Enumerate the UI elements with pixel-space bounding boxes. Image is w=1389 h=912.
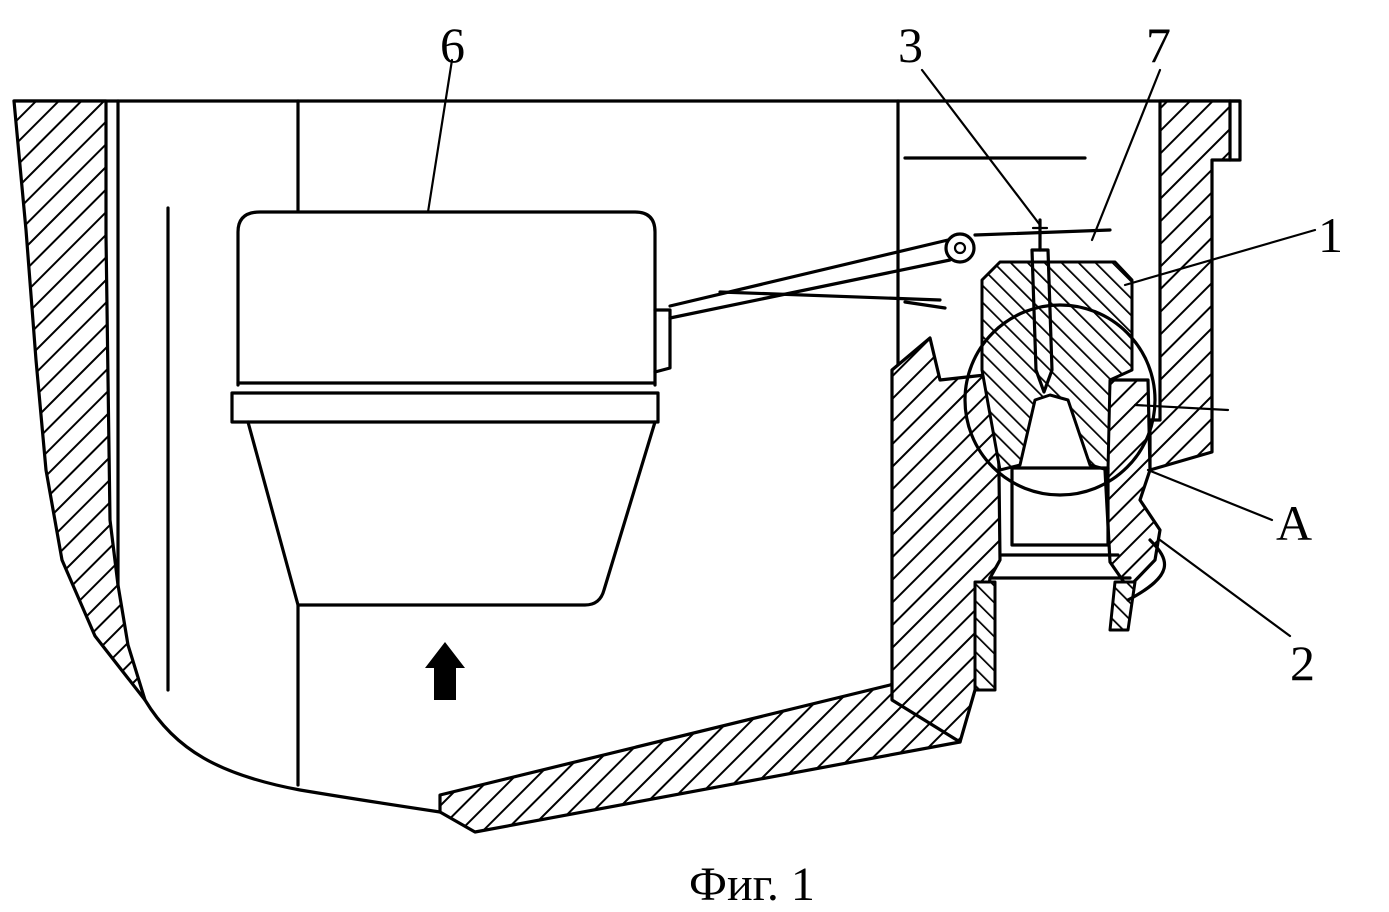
bottom-wall <box>438 648 962 834</box>
lever-arm <box>668 228 1112 320</box>
tank-housing <box>12 99 1242 834</box>
pivot <box>944 232 976 264</box>
valve-seat-body <box>1103 378 1162 590</box>
valve-body <box>980 260 1134 472</box>
detail-a-circle <box>963 303 1157 497</box>
label-1: 1 <box>1318 207 1343 263</box>
label-7: 7 <box>1146 17 1171 73</box>
right-upper-wall <box>1148 99 1232 472</box>
left-wall <box>12 99 147 702</box>
label-a: A <box>1276 495 1312 551</box>
float <box>230 210 672 607</box>
label-2: 2 <box>1290 635 1315 691</box>
leader-lines <box>426 58 1317 638</box>
arrow-up-icon <box>425 642 465 700</box>
label-6: 6 <box>440 17 465 73</box>
figure-caption: Фиг. 1 <box>689 858 815 911</box>
label-3: 3 <box>898 17 923 73</box>
needle-valve <box>963 218 1167 692</box>
